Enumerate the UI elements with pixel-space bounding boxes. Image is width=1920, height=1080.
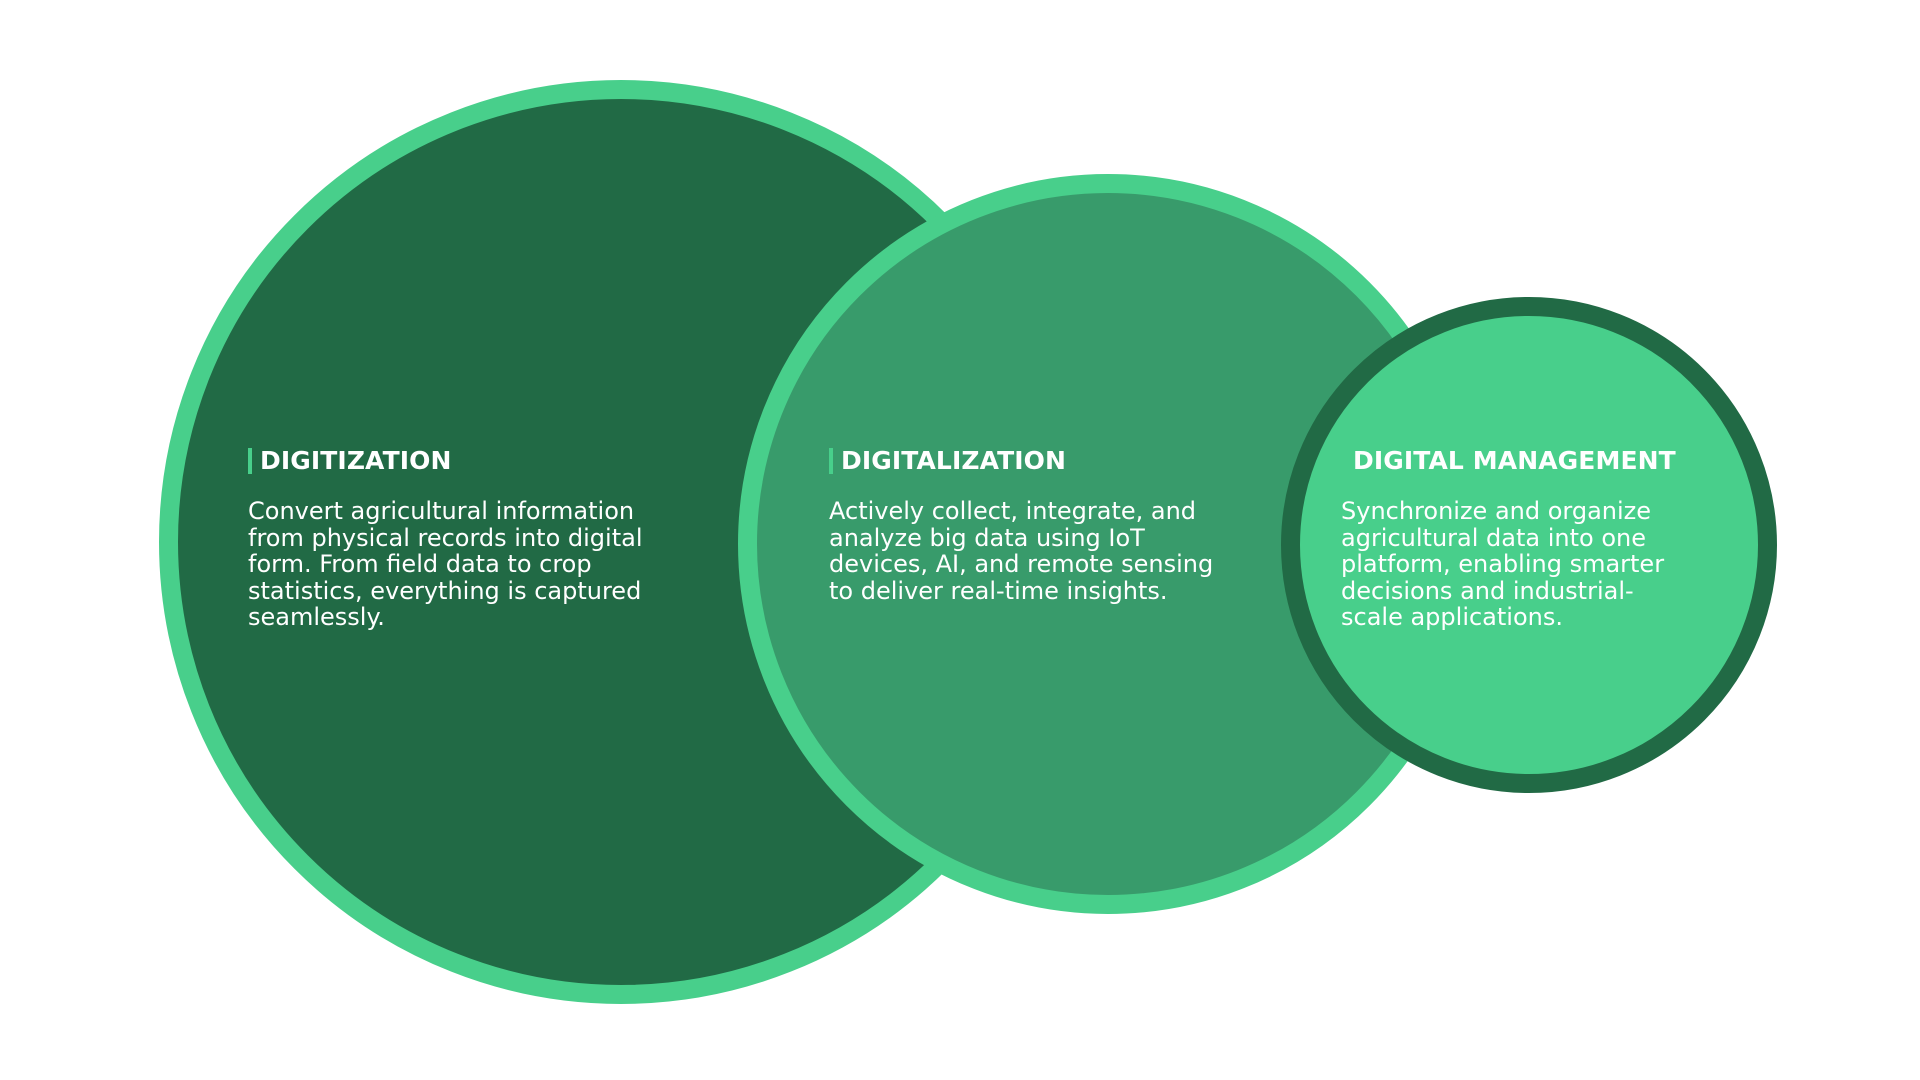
digitization-heading: DIGITIZATION [248,446,718,476]
digitalization-text-block: DIGITALIZATION Actively collect, integra… [829,446,1279,604]
digitization-description: Convert agricultural information from ph… [248,497,643,631]
accent-bar [829,448,833,474]
digital-management-text-block: DIGITAL MANAGEMENT Synchronize and organ… [1341,446,1731,631]
digitization-text-block: DIGITIZATION Convert agricultural inform… [248,446,718,631]
digital-management-heading: DIGITAL MANAGEMENT [1341,446,1731,476]
digitalization-title: DIGITALIZATION [841,446,1067,475]
digitalization-description: Actively collect, integrate, and analyze… [829,497,1214,605]
digitization-title: DIGITIZATION [260,446,452,475]
digital-management-title: DIGITAL MANAGEMENT [1353,446,1676,475]
digital-management-description: Synchronize and organize agricultural da… [1341,497,1665,631]
accent-bar [248,448,252,474]
accent-bar [1341,448,1345,474]
digitalization-heading: DIGITALIZATION [829,446,1279,476]
